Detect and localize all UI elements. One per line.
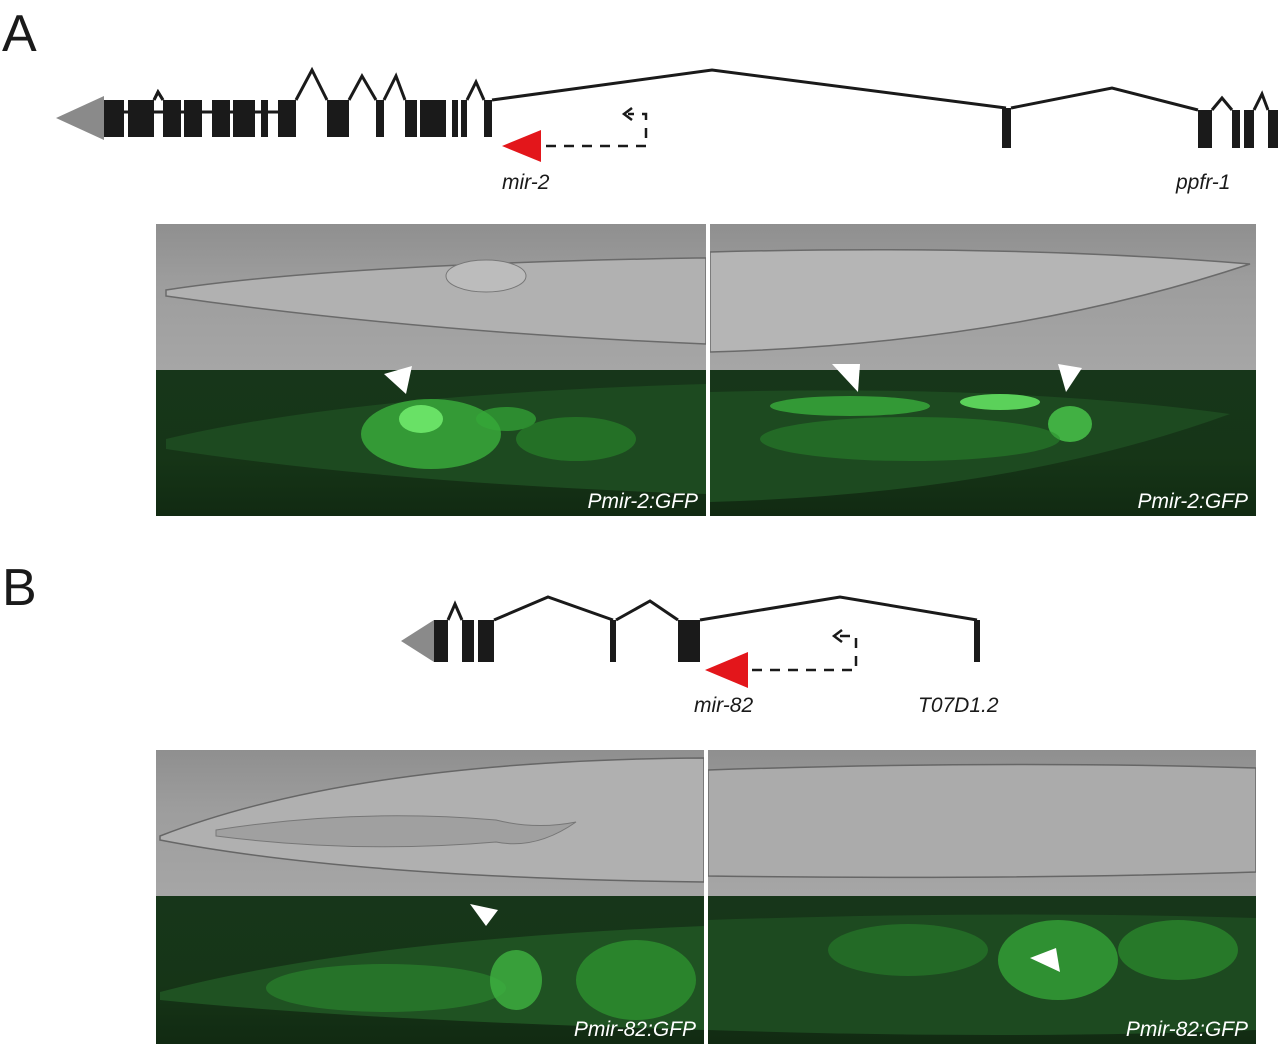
panel-b-micrograph-right: Pmir-82:GFP	[708, 750, 1256, 1044]
mirna-label: mir-2	[502, 171, 550, 194]
mirna-label: mir-82	[694, 694, 754, 717]
mirna-arrow-icon	[705, 652, 748, 688]
host-gene-label: T07D1.2	[918, 694, 999, 717]
panel-a-micrograph-left: Pmir-2:GFP	[156, 224, 706, 516]
micrograph-divider	[706, 224, 710, 516]
micrograph-divider	[704, 750, 708, 1044]
gfp-label: Pmir-2:GFP	[587, 490, 698, 513]
gfp-label: Pmir-82:GFP	[1125, 1018, 1248, 1041]
gfp-label: Pmir-2:GFP	[1137, 490, 1248, 513]
gfp-label: Pmir-82:GFP	[573, 1018, 696, 1041]
marker-arrowhead-icon	[1030, 948, 1060, 972]
panel-b-micrograph-left: Pmir-82:GFP	[156, 750, 704, 1044]
marker-arrowhead-icon	[1058, 364, 1082, 392]
exon-cluster	[104, 100, 1278, 148]
host-gene-label: ppfr-1	[1176, 171, 1231, 194]
marker-arrowhead-icon	[384, 366, 412, 394]
promoter-bent-arrow-icon	[752, 634, 858, 672]
panel-a-gene-diagram	[56, 66, 1278, 162]
panel-b-letter: B	[2, 559, 37, 617]
panel-b-gene-diagram	[401, 595, 980, 688]
marker-arrowhead-icon	[832, 364, 860, 392]
mirna-arrow-icon	[502, 130, 541, 162]
marker-arrowhead-icon	[470, 904, 498, 926]
panel-a-micrograph-right: Pmir-2:GFP	[710, 224, 1256, 516]
utr-arrow-icon	[56, 96, 104, 140]
utr-arrow-icon	[401, 620, 434, 662]
panel-a-letter: A	[2, 5, 37, 63]
promoter-bent-arrow-icon	[546, 112, 648, 148]
